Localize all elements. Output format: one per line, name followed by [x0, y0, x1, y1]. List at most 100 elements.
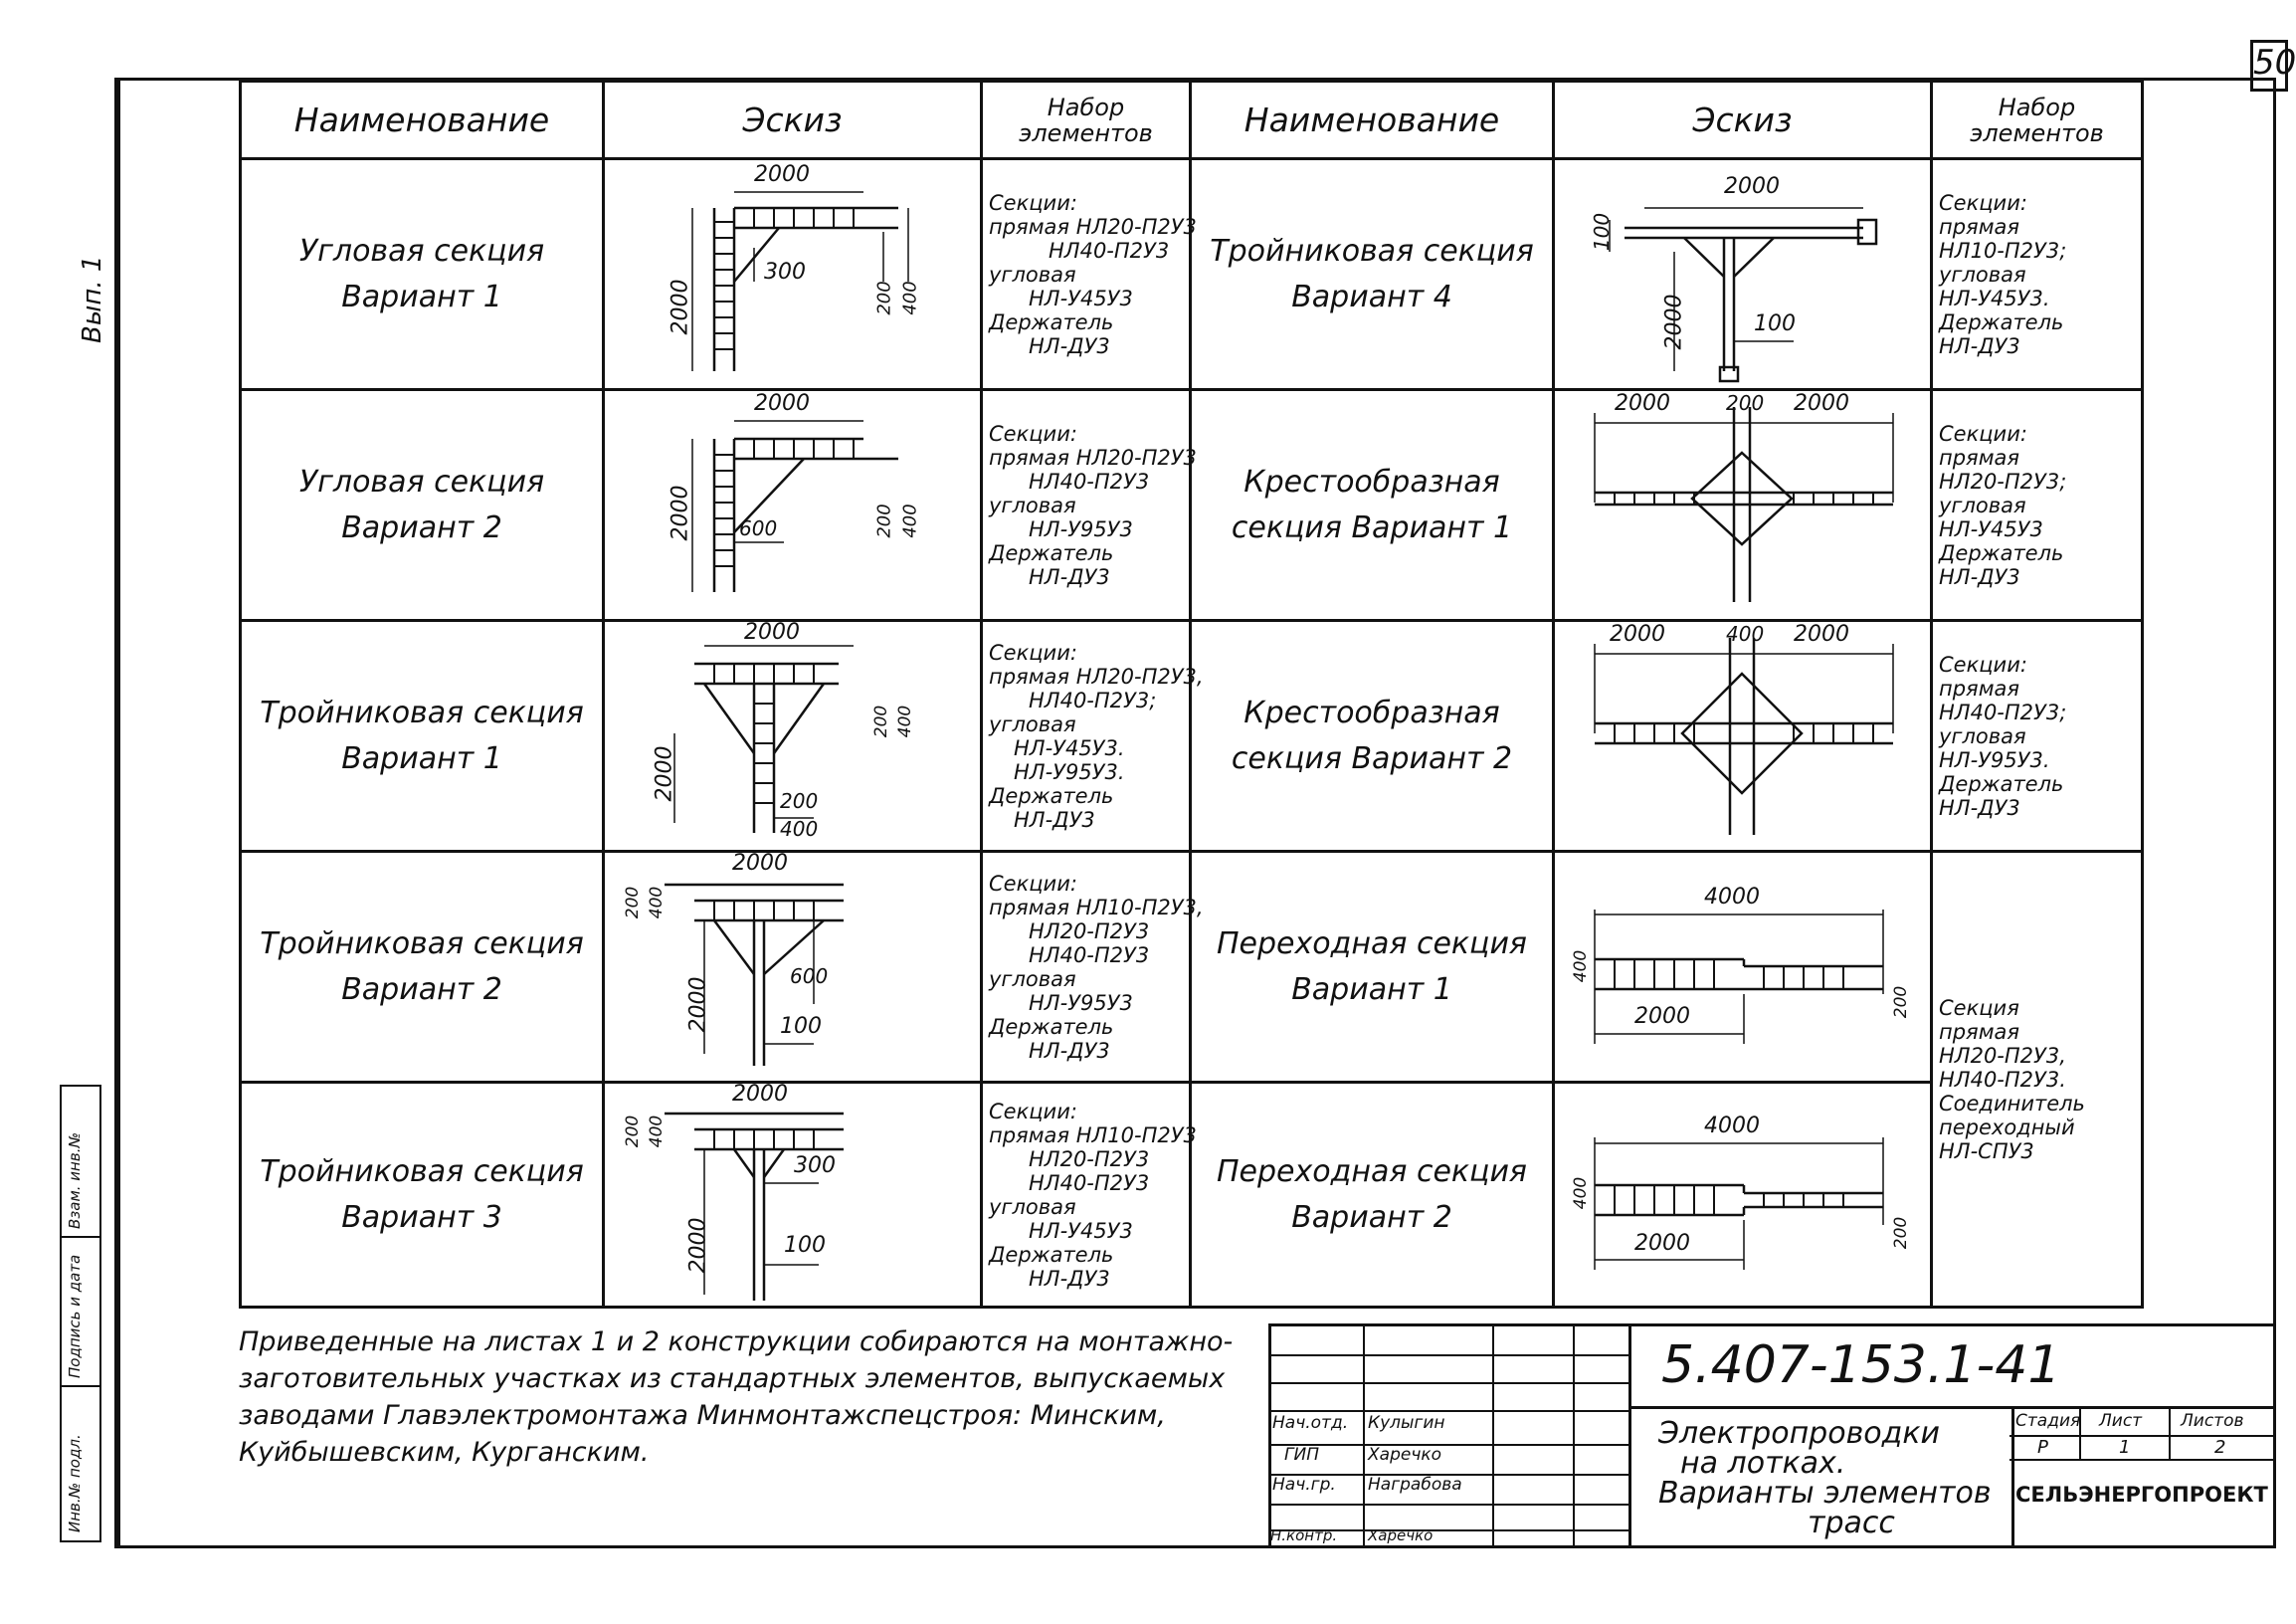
page-number: 50: [2250, 40, 2296, 92]
dim-height: 2000: [685, 976, 711, 1033]
dim-2000: 2000: [1634, 1231, 1690, 1256]
role-4: Н.контр.: [1270, 1526, 1338, 1544]
dim-200: 200: [1891, 985, 1912, 1019]
dim-length: 2000: [1724, 174, 1780, 199]
dim-200: 200: [623, 886, 644, 919]
signatures-grid: [1268, 1323, 1631, 1548]
name-1: Кулыгин: [1368, 1413, 1445, 1433]
sketch-transition-2: 4000 400 2000 200: [1552, 1081, 1933, 1309]
dim-stem: 100: [1754, 311, 1796, 336]
sketch-corner-1: 2000 2000 300 200 400: [602, 157, 983, 391]
dim-100: 100: [1590, 212, 1615, 252]
dim-height: 2000: [652, 745, 677, 802]
dim-total: 4000: [1704, 1114, 1760, 1138]
header-sketch-left: Эскиз: [602, 80, 983, 160]
stamp-replace-no: Взам. инв.№: [66, 1131, 84, 1229]
dim-height: 2000: [685, 1217, 711, 1274]
sketch-transition-1: 4000 400 2000 200: [1552, 850, 1933, 1084]
dim-width-400: 400: [899, 504, 921, 538]
dim-400: 400: [647, 886, 668, 919]
dim-total: 4000: [1704, 885, 1760, 910]
dim-width-400: 400: [899, 281, 921, 315]
table-row: Тройниковая секция Вариант 1 2000 2: [239, 619, 2144, 853]
sketch-tee-1: 2000 2000 200 400 200 400: [602, 619, 983, 853]
sheets-label: Листов: [2181, 1411, 2244, 1431]
section-name: Крестообразная секция Вариант 1: [1189, 388, 1555, 622]
section-name: Тройниковая секция Вариант 3: [239, 1081, 605, 1309]
dim-200: 200: [780, 789, 819, 813]
dim-length: 2000: [754, 391, 810, 416]
elements-set: Секции:прямая НЛ40-П2У3;угловая НЛ-У95У3…: [1930, 619, 2144, 853]
role-1: Нач.отд.: [1272, 1413, 1349, 1433]
header-name-right: Наименование: [1189, 80, 1555, 160]
dim-length: 2000: [744, 620, 800, 645]
dim-width-200: 200: [873, 504, 895, 538]
section-name: Угловая секция Вариант 2: [239, 388, 605, 622]
section-name: Тройниковая секция Вариант 4: [1189, 157, 1555, 391]
name-2: Харечко: [1368, 1445, 1442, 1465]
sheet-value: 1: [2119, 1437, 2131, 1458]
dim-400: 400: [1571, 949, 1592, 983]
dim-width-400: 400: [895, 705, 916, 738]
role-2: ГИП: [1284, 1445, 1319, 1465]
sketch-corner-2: 2000 2000 600 200 400: [602, 388, 983, 622]
section-name: Тройниковая секция Вариант 1: [239, 619, 605, 853]
stage-sheet-block: Стадия Лист Листов Р 1 2 СЕЛЬЭНЕРГОПРОЕК…: [2009, 1409, 2273, 1542]
stage-value: Р: [2037, 1437, 2048, 1458]
stamp-inv-no: Инв.№ подл.: [66, 1434, 84, 1532]
dim-offset: 600: [739, 516, 778, 540]
drawing-title: Электропроводки на лотках. Варианты элем…: [1658, 1416, 1992, 1540]
section-name: Переходная секция Вариант 2: [1189, 1081, 1555, 1309]
dim-height: 2000: [668, 485, 693, 541]
dim-400: 400: [780, 817, 819, 841]
dim-width: 400: [1726, 622, 1765, 646]
section-name: Крестообразная секция Вариант 2: [1189, 619, 1555, 853]
sketch-tee-2: 2000 200 400 600 2000 100: [602, 850, 983, 1084]
table-header-row: Наименование Эскиз Набор элементов Наиме…: [239, 80, 2144, 160]
dim-200: 200: [623, 1115, 644, 1148]
stage-label: Стадия: [2015, 1411, 2081, 1431]
stamp-signature: Подпись и дата: [66, 1254, 84, 1378]
sketch-tee-4: 2000 100 2000 100: [1552, 157, 1933, 391]
dim-length: 2000: [732, 1082, 788, 1107]
dim-left: 2000: [1615, 391, 1670, 416]
dim-right: 2000: [1794, 391, 1849, 416]
document-code: 5.407-153.1-41: [1661, 1335, 2061, 1395]
organization: СЕЛЬЭНЕРГОПРОЕКТ: [2015, 1483, 2268, 1507]
issue-label: Вып. 1: [78, 255, 107, 343]
sheets-value: 2: [2214, 1437, 2226, 1458]
dim-length: 2000: [754, 162, 810, 187]
header-name-left: Наименование: [239, 80, 605, 160]
dim-width-200: 200: [873, 281, 895, 315]
section-name: Угловая секция Вариант 1: [239, 157, 605, 391]
section-name: Переходная секция Вариант 1: [1189, 850, 1555, 1084]
dim-left: 2000: [1610, 622, 1665, 647]
dim-height: 2000: [668, 279, 693, 335]
table-row: Тройниковая секция Вариант 2 2000 200 40…: [239, 850, 2144, 1309]
header-set-right: Набор элементов: [1930, 80, 2144, 160]
title-area: [1628, 1323, 2276, 1548]
elements-set: Секции:прямая НЛ10-П2У3;угловая НЛ-У45У3…: [1930, 157, 2144, 391]
title-block: Нач.отд. Кулыгин ГИП Харечко Нач.гр. Наг…: [1268, 1323, 2276, 1548]
dim-width: 200: [1726, 391, 1765, 415]
elements-table: Наименование Эскиз Набор элементов Наиме…: [239, 80, 2144, 1309]
sheet-label: Лист: [2099, 1411, 2143, 1431]
name-3: Награбова: [1368, 1475, 1462, 1495]
dim-2000: 2000: [1634, 1004, 1690, 1029]
header-sketch-right: Эскиз: [1552, 80, 1933, 160]
general-note: Приведенные на листах 1 и 2 конструкции …: [239, 1326, 1234, 1468]
dim-300: 300: [794, 1153, 836, 1178]
sketch-cross-1: 2000 200 2000: [1552, 388, 1933, 622]
sketch-tee-3: 2000 200 400 300 2000 100: [602, 1081, 983, 1309]
dim-stem: 100: [784, 1233, 826, 1258]
dim-length: 2000: [732, 851, 788, 876]
header-set-left: Набор элементов: [980, 80, 1192, 160]
dim-stem: 100: [780, 1014, 822, 1039]
binding-margin: [70, 78, 117, 1548]
dim-400: 400: [647, 1115, 668, 1148]
elements-set: Секции:прямая НЛ20-П2У3;угловая НЛ-У45У3…: [1930, 388, 2144, 622]
